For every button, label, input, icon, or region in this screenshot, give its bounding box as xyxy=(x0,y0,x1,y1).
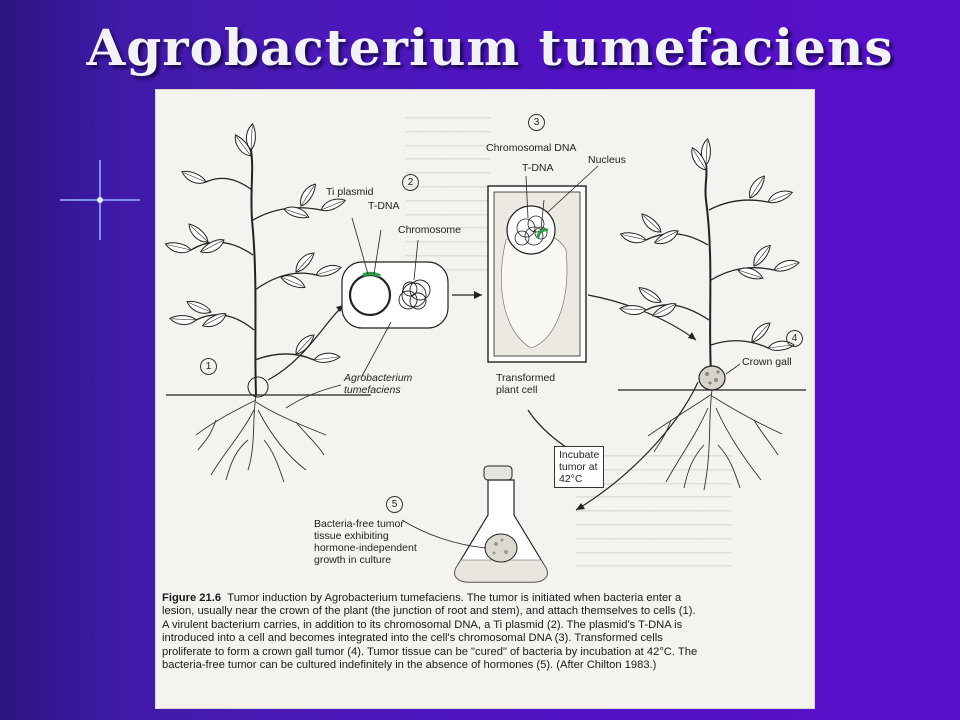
label-ti-plasmid: Ti plasmid xyxy=(326,186,374,198)
label-crown-gall: Crown gall xyxy=(742,356,792,368)
label-incubate-box: Incubate tumor at 42°C xyxy=(554,446,605,489)
textbook-figure-scan: ────────────────────────────────────────… xyxy=(156,90,814,708)
agrobacterium-cell xyxy=(341,261,449,329)
step-3-badge: 3 xyxy=(528,114,545,131)
roots-left xyxy=(195,394,327,483)
figure-caption: Figure 21.6 Tumor induction by Agrobacte… xyxy=(162,592,702,672)
culture-flask xyxy=(454,465,548,583)
label-bacteria-free: Bacteria-free tumor tissue exhibiting ho… xyxy=(314,518,417,567)
label-chromosomal-dna: Chromosomal DNA xyxy=(486,142,577,154)
caption-figure-number: Figure 21.6 xyxy=(162,592,222,604)
step-1-badge: 1 xyxy=(200,358,217,375)
label-chromosome: Chromosome xyxy=(398,224,462,236)
sparkle-icon xyxy=(60,160,140,240)
caption-text: Tumor induction by Agrobacterium tumefac… xyxy=(162,592,698,672)
infected-tomato-plant xyxy=(618,137,801,373)
page-bleedthrough-right: ────────────────────────────────────────… xyxy=(576,451,732,573)
label-t-dna-plasmid: T-DNA xyxy=(368,200,400,212)
bacterial-chromosome xyxy=(398,279,431,310)
label-transformed-cell: Transformed plant cell xyxy=(496,372,556,397)
slide-left-band xyxy=(0,0,110,720)
lesion-circle xyxy=(247,376,269,398)
page-bleedthrough: ────────────────────────────────────────… xyxy=(406,113,492,276)
label-t-dna-cell: T-DNA xyxy=(522,162,554,174)
crown-gall-tumor xyxy=(698,365,726,391)
label-nucleus: Nucleus xyxy=(588,154,626,166)
roots-right xyxy=(647,389,783,491)
step-4-badge: 4 xyxy=(786,330,803,347)
slide-title: Agrobacterium tumefaciens xyxy=(86,18,894,77)
step-2-badge: 2 xyxy=(402,174,419,191)
transformed-plant-cell xyxy=(487,185,587,363)
healthy-tomato-plant xyxy=(163,122,348,396)
label-agrobacterium: Agrobacterium tumefaciens xyxy=(344,372,413,397)
step-5-badge: 5 xyxy=(386,496,403,513)
figure-artwork xyxy=(163,122,806,583)
